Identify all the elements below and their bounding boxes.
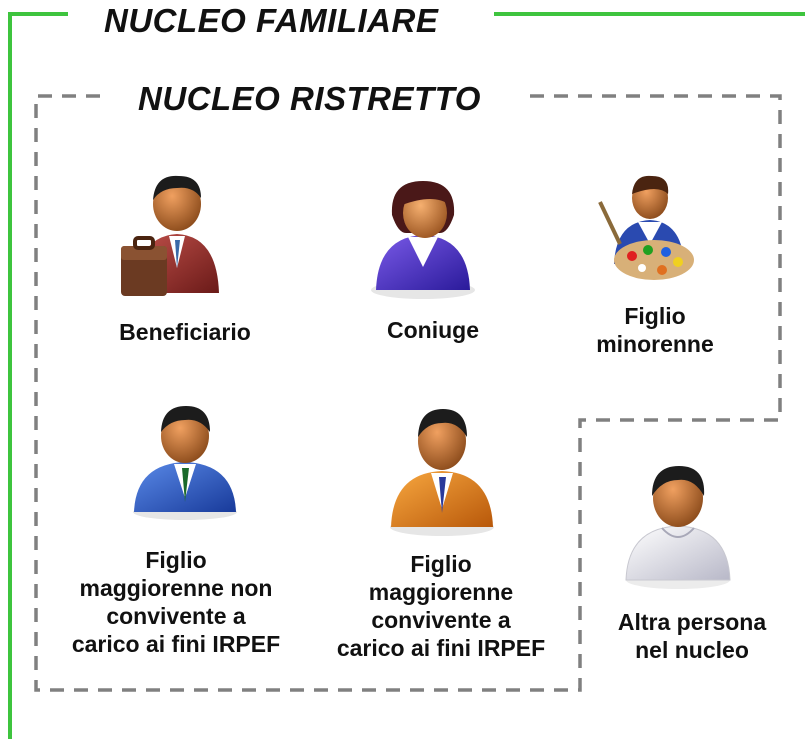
beneficiario-label: Beneficiario — [119, 319, 251, 345]
child-with-paint-palette-icon — [598, 175, 694, 280]
nucleo-familiare-title: NUCLEO FAMILIARE — [104, 2, 439, 39]
coniuge-label: Coniuge — [387, 317, 479, 343]
figlio-convivente-label: Figlio maggiorenne convivente a carico a… — [336, 551, 546, 661]
man-blue-suit-icon — [133, 406, 237, 520]
woman-purple-icon — [371, 181, 475, 299]
nucleo-ristretto-title: NUCLEO RISTRETTO — [138, 80, 481, 117]
businessman-with-briefcase-icon — [121, 175, 219, 296]
altra-persona-label: Altra persona nel nucleo — [617, 609, 767, 663]
man-orange-suit-icon — [390, 409, 494, 536]
figlio-non-convivente-label: Figlio maggiorenne non convivente a cari… — [71, 547, 281, 657]
person-white-shirt-icon — [625, 466, 731, 589]
figlio-minorenne-label: Figlio minorenne — [596, 303, 714, 357]
nucleo-familiare-frame — [8, 12, 805, 739]
